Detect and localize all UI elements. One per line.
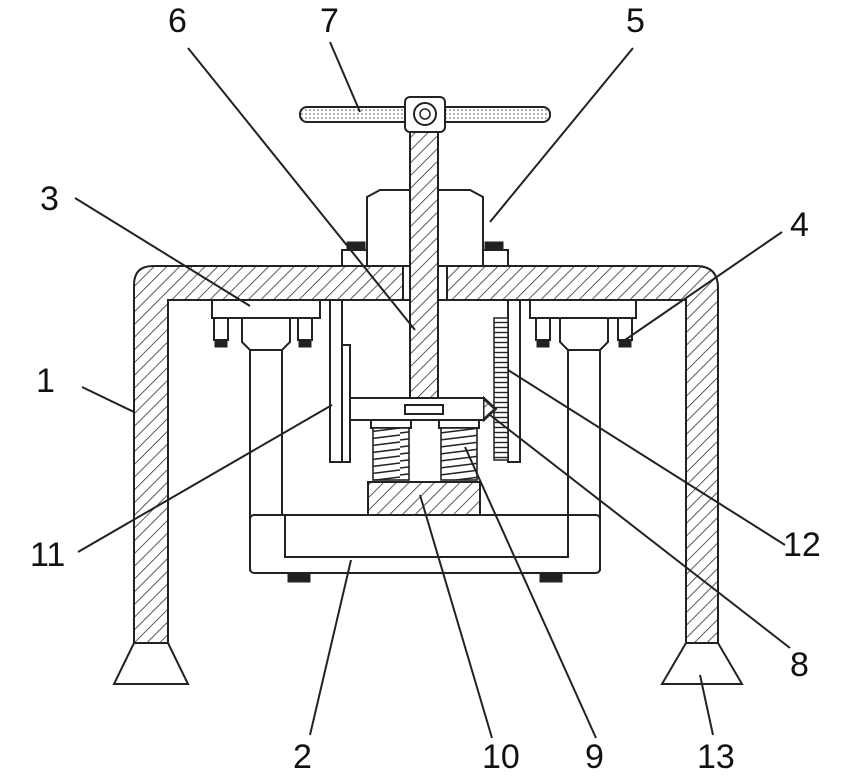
lead-screw [409, 131, 439, 403]
guide-rails [329, 299, 521, 463]
callout-11: 11 [30, 536, 65, 574]
callout-4: 4 [790, 206, 809, 244]
callout-1: 1 [36, 362, 55, 400]
t-handle [299, 96, 551, 133]
callout-6: 6 [168, 2, 187, 40]
callout-3: 3 [40, 180, 59, 218]
callout-10: 10 [482, 738, 520, 776]
callout-12: 12 [783, 526, 821, 564]
callout-2: 2 [293, 738, 312, 776]
callout-8: 8 [790, 646, 809, 684]
callout-7: 7 [320, 2, 339, 40]
suction-feet [112, 642, 744, 685]
callout-13: 13 [697, 738, 735, 776]
crossbar [349, 395, 498, 423]
platform [249, 514, 601, 583]
springs [370, 419, 480, 481]
leader-lines [74, 41, 791, 739]
callout-9: 9 [585, 738, 604, 776]
callout-labels: 1 2 3 4 5 6 7 8 9 10 11 12 13 [30, 2, 821, 776]
callout-5: 5 [626, 2, 645, 40]
